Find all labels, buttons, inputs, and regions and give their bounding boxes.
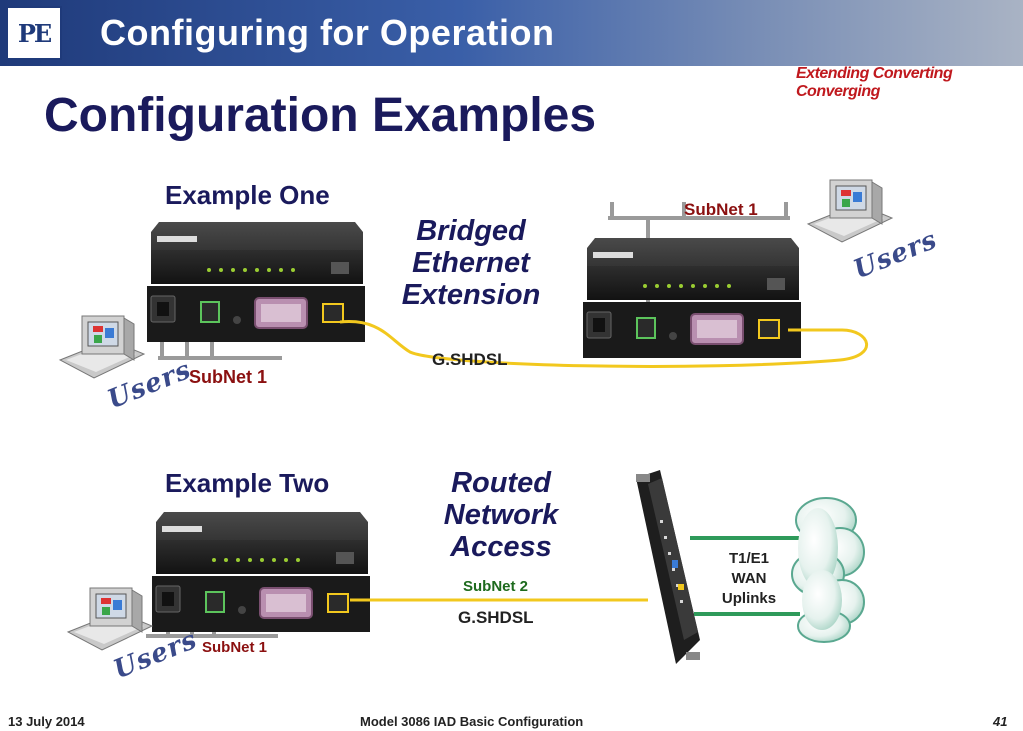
example-two-mode-line: Routed — [451, 467, 551, 499]
wan-line: T1/E1 — [728, 550, 770, 567]
example-one-mode-label: Bridged Ethernet Extension — [396, 215, 546, 311]
example-one-mode-line: Bridged — [416, 215, 526, 247]
footer-page-number: 41 — [993, 714, 1008, 729]
example-one-shdsl-line — [339, 320, 868, 368]
wan-uplink-lines — [690, 536, 800, 616]
example-one-mode-line: Extension — [401, 279, 541, 311]
rack-card-icon — [636, 470, 700, 664]
tagline: Extending Converting Converging — [796, 65, 953, 100]
example-two-subnet-label: SubNet 1 — [202, 639, 268, 656]
wan-line: WAN — [731, 570, 767, 587]
example-one-right-subnet-label: SubNet 1 — [684, 200, 758, 219]
header-title: Configuring for Operation — [100, 12, 555, 53]
example-one-left-subnet-label: SubNet 1 — [189, 367, 268, 387]
wan-line: Uplinks — [721, 590, 777, 607]
example-two-mode-label: Routed Network Access — [426, 467, 576, 563]
example-two-computer-icon — [67, 587, 153, 651]
example-one-mode-line: Ethernet — [412, 247, 530, 279]
example-one-right-computer-icon — [807, 179, 893, 243]
page-title: Configuration Examples — [44, 89, 597, 142]
example-one-label: Example One — [165, 180, 330, 210]
example-two-mode-line: Access — [450, 531, 552, 563]
company-logo: PE — [6, 6, 62, 60]
footer-title: Model 3086 IAD Basic Configuration — [360, 714, 584, 729]
example-two-mode-line: Network — [443, 499, 559, 531]
footer-date: 13 July 2014 — [8, 714, 85, 729]
example-one-left-modem-icon — [146, 221, 366, 343]
example-one-right-modem-icon — [582, 237, 802, 359]
example-one-shdsl-label: G.SHDSL — [432, 350, 508, 369]
example-two-shdsl-label: G.SHDSL — [458, 608, 534, 627]
wan-cloud-icon — [791, 497, 865, 643]
wan-uplinks-label: T1/E1 WAN Uplinks — [716, 549, 782, 609]
logo-text: PE — [17, 18, 52, 48]
example-one-left-computer-icon — [59, 315, 145, 379]
example-two-modem-icon — [151, 511, 371, 633]
example-two-label: Example Two — [165, 468, 330, 498]
header-bar: PE Configuring for Operation — [0, 0, 1023, 66]
example-two-link-subnet-label: SubNet 2 — [463, 578, 529, 595]
